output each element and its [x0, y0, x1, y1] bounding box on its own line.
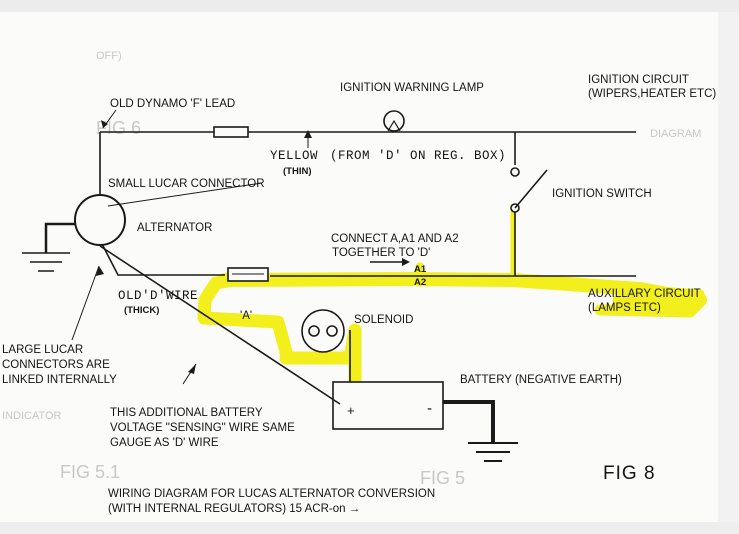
together-d-label: TOGETHER TO 'D': [332, 247, 431, 259]
switch-contact-top: [510, 167, 520, 177]
lamps-etc-label: (LAMPS ETC): [588, 302, 661, 314]
scan-bottom-edge: [0, 522, 739, 534]
sensing-label-1: THIS ADDITIONAL BATTERY: [110, 407, 263, 419]
battery-minus: -: [427, 400, 432, 417]
small-lucar-label: SMALL LUCAR CONNECTOR: [108, 178, 265, 190]
large-lucar-label-1: LARGE LUCAR: [2, 344, 84, 356]
a1-label: A1: [414, 264, 427, 275]
battery-body: [332, 381, 444, 430]
a-label: 'A': [240, 310, 253, 322]
bleed-through-text: DIAGRAM: [650, 128, 702, 140]
alternator-earth-wire: [44, 222, 75, 253]
sensing-label-2: VOLTAGE "SENSING" WIRE SAME: [110, 422, 295, 434]
battery-earth-wire: [443, 400, 495, 443]
thick-label: (THICK): [124, 305, 160, 316]
figure-number: FIG 8: [603, 463, 656, 484]
solenoid-label: SOLENOID: [354, 314, 414, 326]
small-connector-pointer: [107, 182, 263, 207]
caption-line-1: WIRING DIAGRAM FOR LUCAS ALTERNATOR CONV…: [108, 488, 436, 500]
old-d-wire-label: OLD'D'WIRE: [118, 289, 199, 303]
large-lucar-label-2: CONNECTORS ARE: [2, 359, 110, 371]
bleed-through-text: FIG 6: [96, 118, 142, 138]
from-d-label: (FROM 'D' ON REG. BOX): [330, 149, 507, 163]
inline-connector: [213, 126, 249, 138]
yellow-label: YELLOW: [270, 149, 319, 163]
ignition-switch-blade: [514, 169, 548, 209]
bleed-through-text: FIG 5.1: [60, 462, 121, 482]
bleed-through-text: FIG 5: [420, 468, 466, 488]
caption-line-2: (WITH INTERNAL REGULATORS) 15 ACR-on →: [108, 503, 361, 515]
alternator-body: [74, 194, 126, 246]
thin-label: (THIN): [283, 166, 312, 177]
large-lucar-pointer: [71, 265, 100, 341]
ignition-circuit-label: IGNITION CIRCUIT: [588, 74, 689, 86]
sensing-wire: [99, 245, 341, 405]
dynamo-f-lead-label: OLD DYNAMO 'F' LEAD: [110, 98, 236, 110]
ignition-switch-label: IGNITION SWITCH: [552, 188, 652, 200]
scan-top-edge: [0, 0, 739, 12]
bleed-through-text: INDICATOR: [2, 410, 62, 422]
warning-lamp-label: IGNITION WARNING LAMP: [340, 82, 484, 94]
old-d-wire: [99, 239, 225, 276]
solenoid-body: [301, 309, 345, 353]
ignition-circuit-sub-label: (WIPERS,HEATER ETC): [588, 88, 717, 100]
alternator-label: ALTERNATOR: [137, 222, 213, 234]
large-lucar-label-3: LINKED INTERNALLY: [2, 374, 117, 386]
highlighted-wiring: [197, 203, 707, 392]
connect-a-label: CONNECT A,A1 AND A2: [331, 233, 459, 245]
auxillary-circuit-label: AUXILLARY CIRCUIT: [588, 288, 701, 300]
scan-right-edge: [718, 12, 739, 534]
bleed-through-text: OFF): [96, 50, 122, 62]
battery-plus: +: [347, 403, 355, 418]
a2-label: A2: [414, 277, 427, 288]
sensing-label-3: GAUGE AS 'D' WIRE: [110, 437, 219, 449]
battery-label: BATTERY (NEGATIVE EARTH): [460, 374, 622, 386]
